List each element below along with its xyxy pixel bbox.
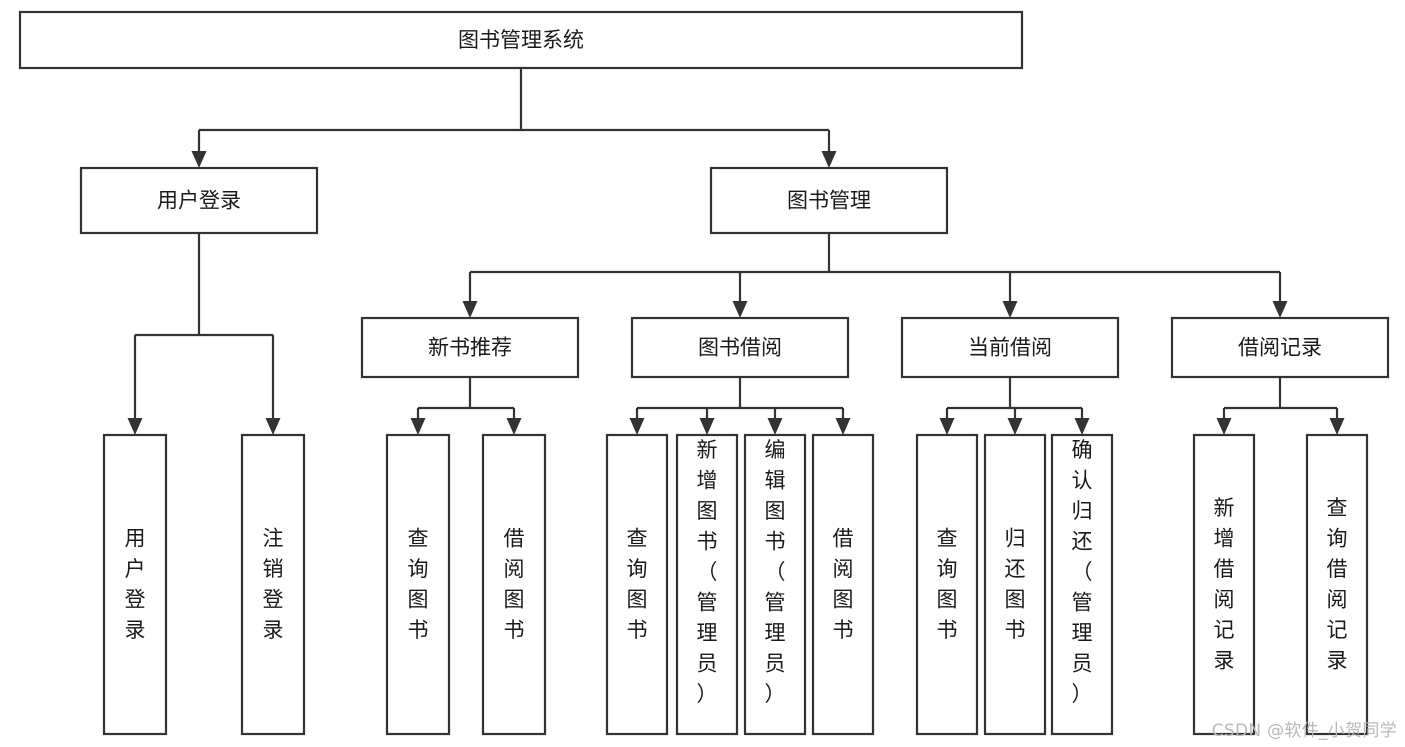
node-box-leaf-borrow-book-1[interactable]: [481, 433, 547, 736]
arrow-head-icon: [732, 301, 748, 318]
node-label-leaf-query-book-3: 查询图书: [937, 527, 958, 643]
arrow-head-icon: [410, 418, 426, 435]
watermark-text: CSDN @软件_小贺同学: [1211, 721, 1397, 741]
arrow-head-icon: [835, 418, 851, 435]
node-box-book-manage[interactable]: [709, 166, 949, 235]
node-box-leaf-user-logout[interactable]: [240, 433, 306, 736]
connector-group-borrow-record: [1216, 377, 1345, 435]
node-label-leaf-add-book: 新增图书（管理员）: [697, 438, 718, 706]
arrow-head-icon: [506, 418, 522, 435]
node-leaf-query-book-2[interactable]: 查询图书: [605, 433, 669, 736]
node-new-book-rec[interactable]: 新书推荐: [360, 316, 580, 379]
arrow-head-icon: [1272, 301, 1288, 318]
node-leaf-user-login[interactable]: 用户登录: [102, 433, 168, 736]
node-leaf-confirm-return[interactable]: 确认归还（管理员）: [1050, 433, 1114, 736]
node-user-login[interactable]: 用户登录: [79, 166, 319, 235]
arrow-head-icon: [1007, 418, 1023, 435]
node-box-leaf-query-book-3[interactable]: [915, 433, 979, 736]
node-label-leaf-query-book-1: 查询图书: [408, 527, 429, 643]
arrow-head-icon: [1329, 418, 1345, 435]
node-box-leaf-user-login[interactable]: [102, 433, 168, 736]
node-box-user-login[interactable]: [79, 166, 319, 235]
arrow-head-icon: [821, 151, 837, 168]
node-leaf-edit-book[interactable]: 编辑图书（管理员）: [743, 433, 807, 736]
node-box-current-borrow[interactable]: [900, 316, 1120, 379]
node-label-leaf-return-book: 归还图书: [1005, 527, 1026, 643]
node-leaf-borrow-book-1[interactable]: 借阅图书: [481, 433, 547, 736]
connector-group-new-book-rec: [410, 377, 522, 435]
arrow-head-icon: [265, 418, 281, 435]
node-label-leaf-user-login: 用户登录: [125, 527, 146, 643]
node-label-user-login: 用户登录: [157, 189, 241, 213]
arrow-head-icon: [1074, 418, 1090, 435]
node-box-book-borrow[interactable]: [630, 316, 850, 379]
node-box-root[interactable]: [18, 10, 1024, 70]
connector-group-user-login: [127, 233, 281, 435]
node-label-borrow-record: 借阅记录: [1238, 336, 1322, 360]
arrow-head-icon: [767, 418, 783, 435]
node-leaf-return-book[interactable]: 归还图书: [983, 433, 1047, 736]
node-label-leaf-borrow-book-2: 借阅图书: [833, 527, 854, 643]
node-borrow-record[interactable]: 借阅记录: [1170, 316, 1390, 379]
node-label-book-borrow: 图书借阅: [698, 336, 782, 360]
node-label-book-manage: 图书管理: [787, 189, 871, 213]
node-box-borrow-record[interactable]: [1170, 316, 1390, 379]
arrow-head-icon: [1216, 418, 1232, 435]
node-book-borrow[interactable]: 图书借阅: [630, 316, 850, 379]
node-leaf-query-record[interactable]: 查询借阅记录: [1305, 433, 1369, 736]
node-box-leaf-edit-book[interactable]: [743, 433, 807, 736]
node-leaf-query-book-3[interactable]: 查询图书: [915, 433, 979, 736]
node-label-leaf-query-record: 查询借阅记录: [1327, 496, 1348, 673]
arrow-head-icon: [699, 418, 715, 435]
nodes-layer: 图书管理系统用户登录图书管理新书推荐图书借阅当前借阅借阅记录用户登录注销登录查询…: [18, 10, 1390, 736]
node-box-leaf-add-record[interactable]: [1192, 433, 1256, 736]
node-box-leaf-query-book-1[interactable]: [385, 433, 451, 736]
node-current-borrow[interactable]: 当前借阅: [900, 316, 1120, 379]
node-leaf-query-book-1[interactable]: 查询图书: [385, 433, 451, 736]
node-leaf-borrow-book-2[interactable]: 借阅图书: [811, 433, 875, 736]
connector-group-root: [191, 68, 837, 168]
node-label-current-borrow: 当前借阅: [968, 336, 1052, 360]
node-leaf-user-logout[interactable]: 注销登录: [240, 433, 306, 736]
node-box-leaf-query-record[interactable]: [1305, 433, 1369, 736]
node-box-leaf-query-book-2[interactable]: [605, 433, 669, 736]
arrow-head-icon: [462, 301, 478, 318]
node-box-leaf-add-book[interactable]: [675, 433, 739, 736]
node-box-leaf-return-book[interactable]: [983, 433, 1047, 736]
node-box-leaf-confirm-return[interactable]: [1050, 433, 1114, 736]
arrow-head-icon: [939, 418, 955, 435]
node-book-manage[interactable]: 图书管理: [709, 166, 949, 235]
node-box-leaf-borrow-book-2[interactable]: [811, 433, 875, 736]
node-label-leaf-user-logout: 注销登录: [263, 527, 284, 643]
arrow-head-icon: [629, 418, 645, 435]
arrow-head-icon: [191, 151, 207, 168]
node-label-leaf-query-book-2: 查询图书: [627, 527, 648, 643]
arrow-head-icon: [127, 418, 143, 435]
connectors-layer: [127, 68, 1345, 435]
node-label-root: 图书管理系统: [458, 28, 584, 52]
arrow-head-icon: [1002, 301, 1018, 318]
connector-group-book-manage: [462, 233, 1288, 318]
node-label-leaf-confirm-return: 确认归还（管理员）: [1072, 438, 1093, 706]
node-leaf-add-record[interactable]: 新增借阅记录: [1192, 433, 1256, 736]
node-root[interactable]: 图书管理系统: [18, 10, 1024, 70]
connector-group-current-borrow: [939, 377, 1090, 435]
node-box-new-book-rec[interactable]: [360, 316, 580, 379]
node-label-leaf-borrow-book-1: 借阅图书: [504, 527, 525, 643]
node-label-leaf-edit-book: 编辑图书（管理员）: [765, 438, 786, 706]
node-leaf-add-book[interactable]: 新增图书（管理员）: [675, 433, 739, 736]
node-label-leaf-add-record: 新增借阅记录: [1214, 496, 1235, 673]
node-label-new-book-rec: 新书推荐: [428, 336, 512, 360]
connector-group-book-borrow: [629, 377, 851, 435]
